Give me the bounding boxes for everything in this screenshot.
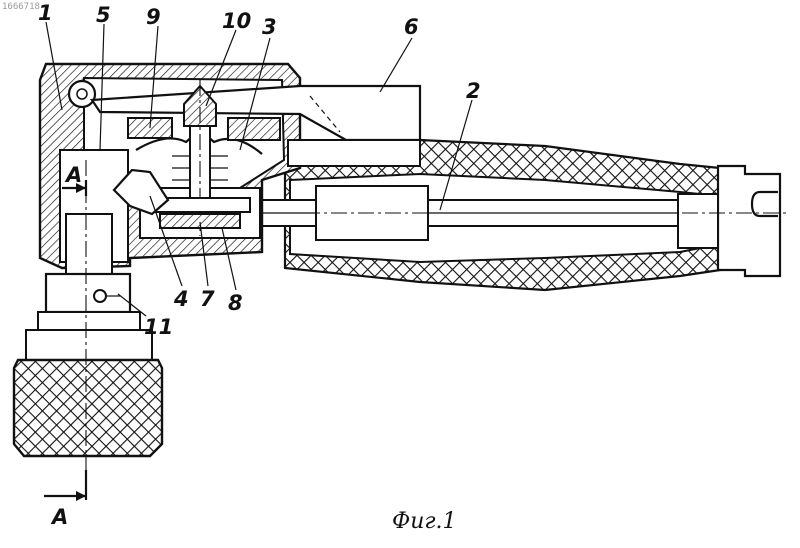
label-5: 5 <box>96 3 111 27</box>
label-6: 6 <box>404 15 419 39</box>
knob-body <box>14 360 162 456</box>
document-number: 1666718 <box>2 2 40 12</box>
label-4: 4 <box>173 287 189 311</box>
section-mark-bottom: A <box>50 505 68 529</box>
label-7: 7 <box>200 287 215 311</box>
end-fitting <box>718 166 780 276</box>
end-nut <box>678 194 718 248</box>
lever-pad <box>288 140 420 166</box>
nozzle-tube <box>66 214 112 274</box>
label-1: 1 <box>38 1 53 25</box>
knurled-knob <box>14 360 162 456</box>
label-11: 11 <box>144 315 173 339</box>
section-mark-top: A <box>64 163 82 187</box>
label-3: 3 <box>262 15 277 39</box>
label-10: 10 <box>222 9 251 33</box>
collar-pin <box>94 290 106 302</box>
valve-cap-right <box>228 118 280 140</box>
label-8: 8 <box>228 291 243 315</box>
figure-caption: Фиг.1 <box>392 509 457 534</box>
nozzle-collar-11 <box>46 274 130 312</box>
nozzle-shoulder <box>26 330 152 360</box>
nozzle-neck <box>38 312 140 330</box>
label-2: 2 <box>466 79 481 103</box>
label-9: 9 <box>146 5 161 29</box>
